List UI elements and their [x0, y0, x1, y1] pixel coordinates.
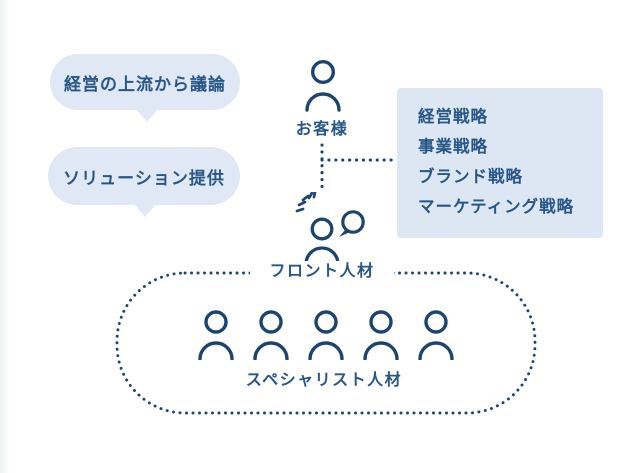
front-label: フロント人材	[250, 261, 394, 283]
speech-bubble-solution: ソリューション提供	[48, 147, 240, 217]
specialist-person-icon	[253, 310, 289, 360]
speech-bubble-discussion-label: 経営の上流から議論	[64, 74, 226, 94]
specialist-person-icon	[308, 310, 344, 360]
sparkle-icon	[295, 192, 317, 213]
chat-bubble-icon	[339, 210, 365, 237]
strategy-item-brand: ブランド戦略	[418, 168, 523, 186]
strategy-item-management: 経営戦略	[418, 108, 488, 126]
specialist-icons-row	[196, 310, 456, 360]
specialist-person-icon	[363, 310, 399, 360]
specialist-person-icon	[198, 310, 234, 360]
page-edge-strip	[0, 0, 9, 473]
front-person-icon	[295, 192, 365, 266]
specialist-label: スペシャリスト人材	[245, 372, 403, 389]
strategy-item-marketing: マーケティング戦略	[418, 198, 575, 216]
strategy-item-business: 事業戦略	[418, 138, 488, 156]
customer-label: お客様	[295, 121, 349, 138]
strategy-box: 経営戦略 事業戦略 ブランド戦略 マーケティング戦略	[397, 88, 603, 238]
speech-bubble-solution-label: ソリューション提供	[63, 168, 225, 188]
customer-person-icon	[305, 59, 341, 112]
speech-bubble-discussion: 経営の上流から議論	[50, 54, 240, 122]
specialist-person-icon	[418, 310, 454, 360]
